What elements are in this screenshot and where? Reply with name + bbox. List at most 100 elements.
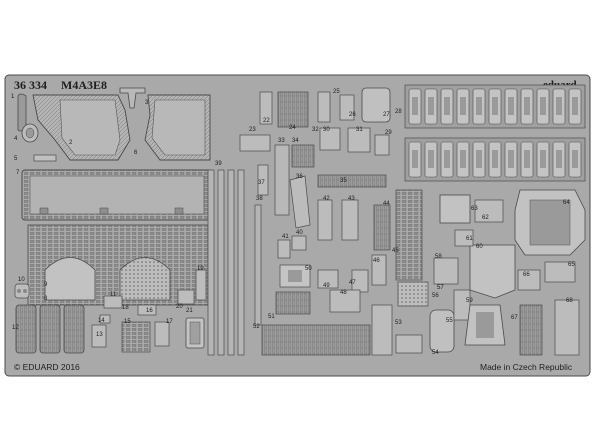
part-number-label: 27: [383, 112, 390, 118]
part-number-label: 47: [349, 280, 356, 286]
part-number-label: 65: [568, 262, 575, 268]
part-68: [554, 299, 580, 356]
part-number-label: 9: [44, 282, 48, 288]
part-7-inner: [29, 175, 205, 215]
copyright-text: © EDUARD 2016: [14, 362, 80, 372]
part-24: [277, 91, 309, 128]
part-17: [154, 321, 170, 347]
part-number-label: 41: [282, 234, 289, 240]
track-pad-hole: [460, 150, 466, 168]
part-number-label: 51: [268, 314, 275, 320]
track-pad-hole: [508, 97, 514, 115]
part-number-label: 29: [385, 130, 392, 136]
track-pad-hole: [412, 97, 418, 115]
part-30: [319, 127, 341, 151]
part-46: [371, 254, 387, 286]
part-15: [121, 321, 151, 353]
part-number-label: 21: [186, 308, 193, 314]
part-45: [395, 189, 423, 281]
part-4: [21, 123, 39, 143]
part-number-label: 64: [563, 200, 570, 206]
part-43: [341, 199, 359, 241]
track-pad-hole: [556, 150, 562, 168]
part-59-inner: [476, 312, 494, 338]
track-pad-hole: [572, 97, 578, 115]
part-number-label: 59: [466, 298, 473, 304]
part-number-label: 15: [124, 319, 131, 325]
part-number-label: 68: [566, 298, 573, 304]
part-number-label: 42: [323, 196, 330, 202]
part-57: [397, 281, 429, 307]
part-39-rail-3: [227, 169, 235, 356]
part-40: [291, 235, 307, 251]
part-number-label: 32: [312, 127, 319, 133]
track-pad-hole: [460, 97, 466, 115]
part-50-window: [288, 270, 302, 282]
part-56: [453, 289, 471, 321]
part-number-label: 44: [383, 201, 390, 207]
part-number-label: 12: [12, 325, 19, 331]
track-pad-hole: [428, 150, 434, 168]
part-12: [15, 304, 85, 354]
part-10: [14, 283, 30, 299]
part-38-rail: [254, 204, 262, 326]
part-48: [329, 289, 361, 313]
mesh-panel-right: [151, 99, 206, 156]
part-23: [239, 134, 271, 152]
part-39-rail-1: [207, 169, 215, 356]
part-number-label: 63: [471, 206, 478, 212]
part-58: [433, 257, 459, 285]
part-16: [137, 304, 157, 316]
part-26: [339, 94, 355, 121]
track-pads: [408, 88, 582, 178]
part-number-label: 23: [249, 127, 256, 133]
part-number-label: 4: [14, 136, 18, 142]
part-10-hole: [17, 289, 21, 293]
part-number-label: 26: [349, 112, 356, 118]
track-pad-hole: [476, 150, 482, 168]
part-number-label: 20: [176, 304, 183, 310]
part-number-label: 50: [305, 266, 312, 272]
part-36: [289, 175, 311, 229]
kit-subject: M4A3E8: [61, 78, 107, 92]
part-number-label: 6: [134, 150, 138, 156]
part-number-label: 62: [482, 215, 489, 221]
part-10-hole-2: [23, 289, 27, 293]
track-pad-hole: [492, 150, 498, 168]
origin-text: Made in Czech Republic: [480, 362, 573, 372]
arch-left: [44, 257, 96, 301]
part-62: [439, 194, 471, 224]
deck-hinge-1: [39, 207, 49, 215]
part-61: [454, 229, 474, 247]
part-number-label: 36: [296, 174, 303, 180]
part-63: [474, 199, 504, 223]
track-pad-hole: [492, 97, 498, 115]
part-number-label: 16: [146, 308, 153, 314]
track-pad-hole: [428, 97, 434, 115]
part-number-label: 22: [263, 118, 270, 124]
part-number-label: 11: [110, 292, 117, 298]
track-pad-hole: [540, 150, 546, 168]
part-54: [395, 334, 423, 354]
arch-right: [119, 257, 171, 301]
part-67: [519, 304, 543, 356]
part-number-label: 37: [258, 180, 265, 186]
track-pad-hole: [476, 97, 482, 115]
part-number-label: 46: [373, 258, 380, 264]
part-55: [429, 309, 455, 353]
part-37: [257, 164, 269, 196]
part-number-label: 34: [292, 138, 299, 144]
part-number-label: 24: [289, 125, 296, 131]
part-number-label: 53: [395, 320, 402, 326]
track-pad-hole: [444, 150, 450, 168]
part-number-label: 30: [323, 127, 330, 133]
part-49: [317, 269, 339, 289]
part-14: [99, 314, 111, 324]
product-code: 36 334: [14, 78, 47, 92]
part-number-label: 28: [395, 109, 402, 115]
mesh-panel-left: [59, 99, 121, 156]
part-number-label: 17: [166, 319, 173, 325]
part-34: [291, 144, 315, 168]
